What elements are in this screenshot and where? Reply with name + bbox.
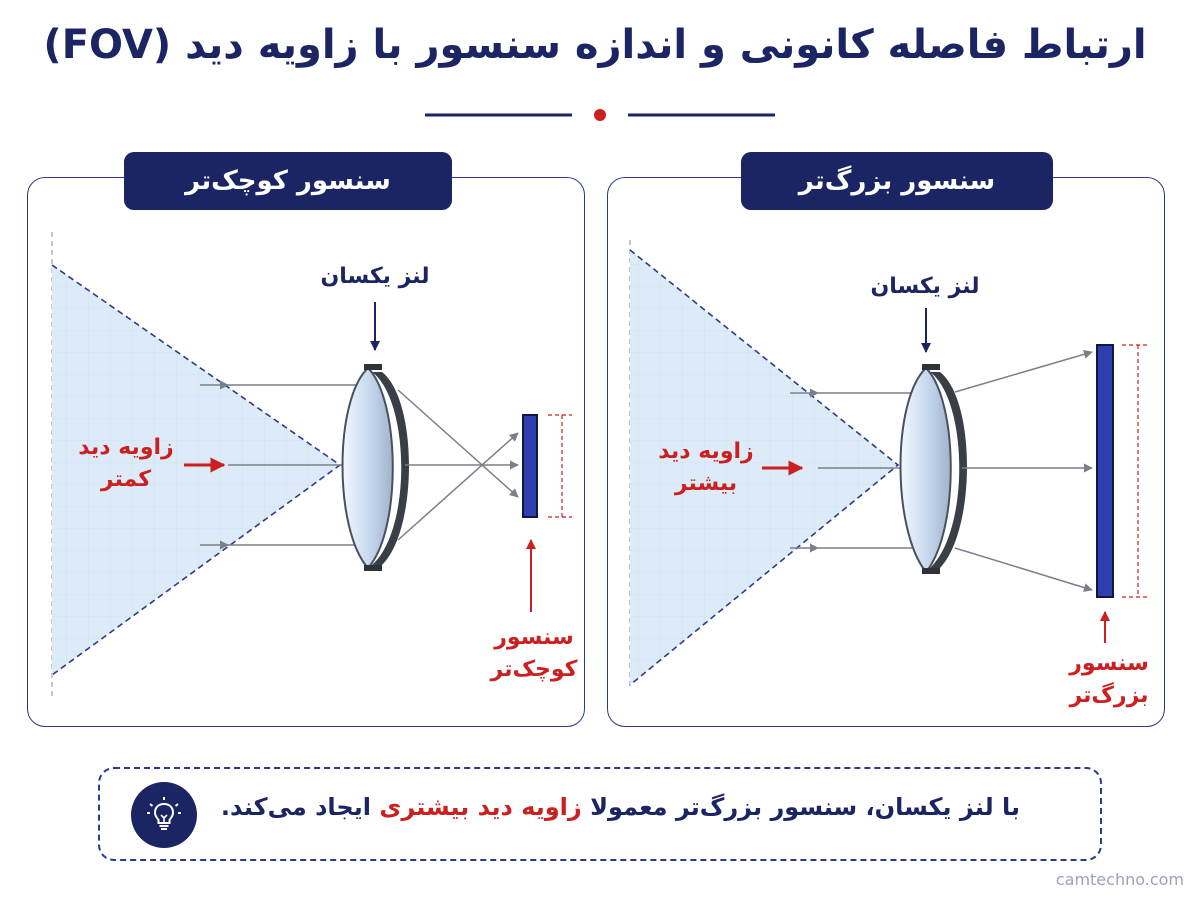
sensor-label-right-line1: سنسور (1069, 651, 1149, 676)
fov-label-right-line2: بیشتر (674, 471, 738, 496)
fov-label-left-line2: کمتر (100, 467, 152, 492)
note-text-before: با لنز یکسان، سنسور بزرگ‌تر معمولا (581, 793, 1020, 821)
left-diagram (51, 232, 572, 698)
fov-label-right-line1: زاویه دید (658, 439, 754, 464)
note-text-after: ایجاد می‌کند. (220, 793, 380, 821)
sensor-label-right-line2: بزرگ‌تر (1069, 683, 1149, 708)
tab-larger-sensor-label: سنسور بزرگ‌تر (798, 166, 996, 196)
title-divider (425, 109, 775, 121)
watermark: camtechno.com (1055, 870, 1184, 889)
sensor-label-left-line2: کوچک‌تر (490, 657, 578, 682)
sensor-small (522, 414, 538, 518)
sensor-label-left: سنسور کوچک‌تر (486, 622, 582, 686)
tab-smaller-sensor: سنسور کوچک‌تر (124, 152, 452, 210)
lens-label-left: لنز یکسان (320, 264, 430, 289)
fov-label-left: زاویه دید کمتر (70, 432, 182, 496)
lightbulb-icon (131, 782, 197, 848)
note-box (98, 767, 1102, 861)
fov-label-left-line1: زاویه دید (78, 435, 174, 460)
right-diagram (629, 240, 1150, 688)
tab-smaller-sensor-label: سنسور کوچک‌تر (185, 166, 391, 196)
sensor-label-right: سنسور بزرگ‌تر (1062, 648, 1156, 712)
tab-larger-sensor: سنسور بزرگ‌تر (741, 152, 1053, 210)
lens-label-right: لنز یکسان (870, 274, 980, 299)
fov-boundary (629, 249, 900, 686)
page-title: ارتباط فاصله کانونی و اندازه سنسور با زا… (43, 22, 1147, 68)
note-text-highlight: زاویه دید بیشتری (379, 793, 582, 821)
lens-right (899, 364, 967, 574)
note-text: با لنز یکسان، سنسور بزرگ‌تر معمولا زاویه… (220, 793, 1020, 821)
fov-label-right: زاویه دید بیشتر (650, 436, 762, 500)
lens-left (341, 364, 409, 571)
sensor-large (1096, 344, 1114, 598)
sensor-label-left-line1: سنسور (494, 625, 574, 650)
